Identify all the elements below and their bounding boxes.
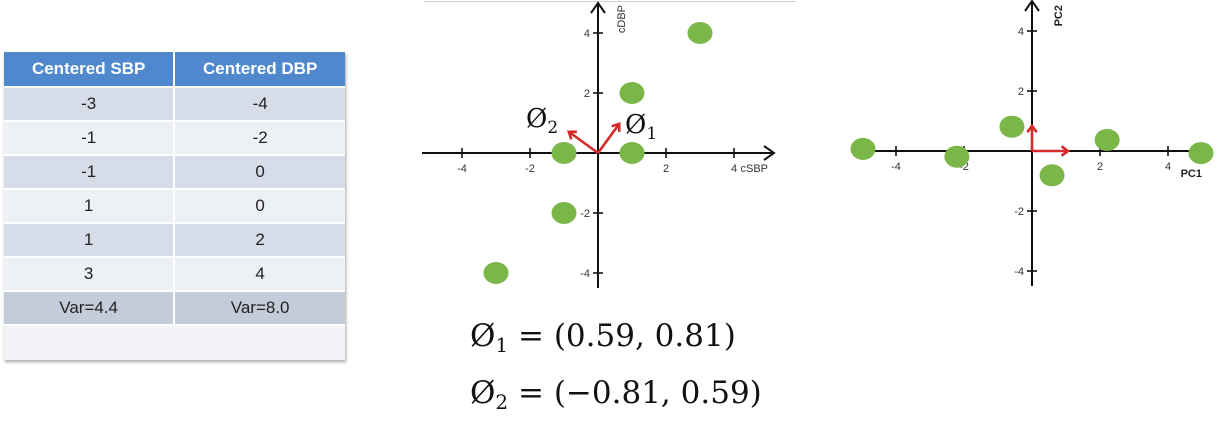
formula-value: = (0.59, 0.81) [508,318,736,354]
phi-2-formula: Ø2 = (−0.81, 0.59) [470,375,770,414]
data-table: Centered SBP Centered DBP -3 -4 -1 -2 -1… [4,52,345,360]
y-tick-label: -4 [580,268,590,280]
x-axis-label: PC1 [1181,168,1202,180]
column-header-centered-sbp: Centered SBP [4,52,176,88]
data-point [850,137,876,160]
y-tick-label: -4 [1014,266,1024,278]
data-point [619,142,645,164]
direction-vector-arrowhead [1060,145,1071,157]
y-axis-label: cDBP [616,5,628,33]
cell-dbp: 0 [175,156,345,190]
table-row: -1 -2 [4,122,345,156]
formula-symbol: Ø [470,375,496,411]
data-point [687,22,713,44]
points [850,115,1214,187]
data-point [551,202,577,224]
cell-sbp: 1 [4,190,176,224]
divider-line [424,1,796,2]
cell-sbp: -1 [4,156,176,190]
x-tick-label: 2 [1097,161,1103,173]
direction-vector-arrowhead [611,122,621,132]
points [483,22,713,284]
table-row: 1 2 [4,224,345,258]
variance-dbp: Var=8.0 [175,292,345,326]
cell-dbp: 0 [175,190,345,224]
cell-dbp: -4 [175,88,345,122]
table-header-row: Centered SBP Centered DBP [4,52,345,88]
x-tick-label: -2 [525,163,535,175]
phi-1-label: Ø1 [625,110,657,144]
formula-subscript: 1 [495,333,509,357]
data-point [483,262,509,284]
x-tick-label: -2 [959,161,969,173]
cell-dbp: -2 [175,122,345,156]
data-point [1188,142,1214,165]
y-tick-label: -2 [580,208,590,220]
formula-subscript: 2 [495,390,509,414]
x-tick-label: -4 [891,161,901,173]
data-point [999,115,1025,138]
vectors [567,122,621,155]
x-axis-arrowhead [763,145,776,161]
x-tick-label: 4 [731,163,737,175]
y-tick-label: 2 [584,88,590,100]
x-tick-label: 2 [663,163,669,175]
cell-sbp: 1 [4,224,176,258]
x-tick-label: -4 [457,163,467,175]
cell-sbp: 3 [4,258,176,292]
phi-1-formula: Ø1 = (0.59, 0.81) [470,318,770,357]
data-point [944,145,970,168]
x-axis-label: cSBP [740,163,768,175]
table-row: 3 4 [4,258,345,292]
cell-dbp: 4 [175,258,345,292]
phi-2-label: Ø2 [526,104,558,138]
variance-sbp: Var=4.4 [4,292,176,326]
vectors [1026,123,1071,157]
table-row: -1 0 [4,156,345,190]
direction-vector-arrowhead [1026,123,1038,134]
direction-vector [568,130,599,155]
column-header-centered-dbp: Centered DBP [175,52,345,88]
y-tick-label: -2 [1014,206,1024,218]
data-point [1094,128,1120,151]
data-point [551,142,577,164]
table-row: -3 -4 [4,88,345,122]
y-axis-label: PC2 [1053,5,1065,26]
data-point [619,82,645,104]
y-tick-label: 2 [1018,86,1024,98]
x-tick-label: 4 [1165,161,1171,173]
y-axis-arrowhead [590,1,606,14]
cell-sbp: -3 [4,88,176,122]
direction-vector [596,123,621,154]
y-tick-label: 4 [584,28,590,40]
variance-row: Var=4.4 Var=8.0 [4,292,345,326]
y-axis-arrowhead [1024,0,1040,12]
y-tick-label: 4 [1018,26,1024,38]
cell-dbp: 2 [175,224,345,258]
data-point [1039,164,1065,187]
cell-sbp: -1 [4,122,176,156]
direction-vector-arrowhead [567,130,577,140]
formula-value: = (−0.81, 0.59) [508,375,762,411]
table-row: 1 0 [4,190,345,224]
formula-symbol: Ø [470,318,496,354]
